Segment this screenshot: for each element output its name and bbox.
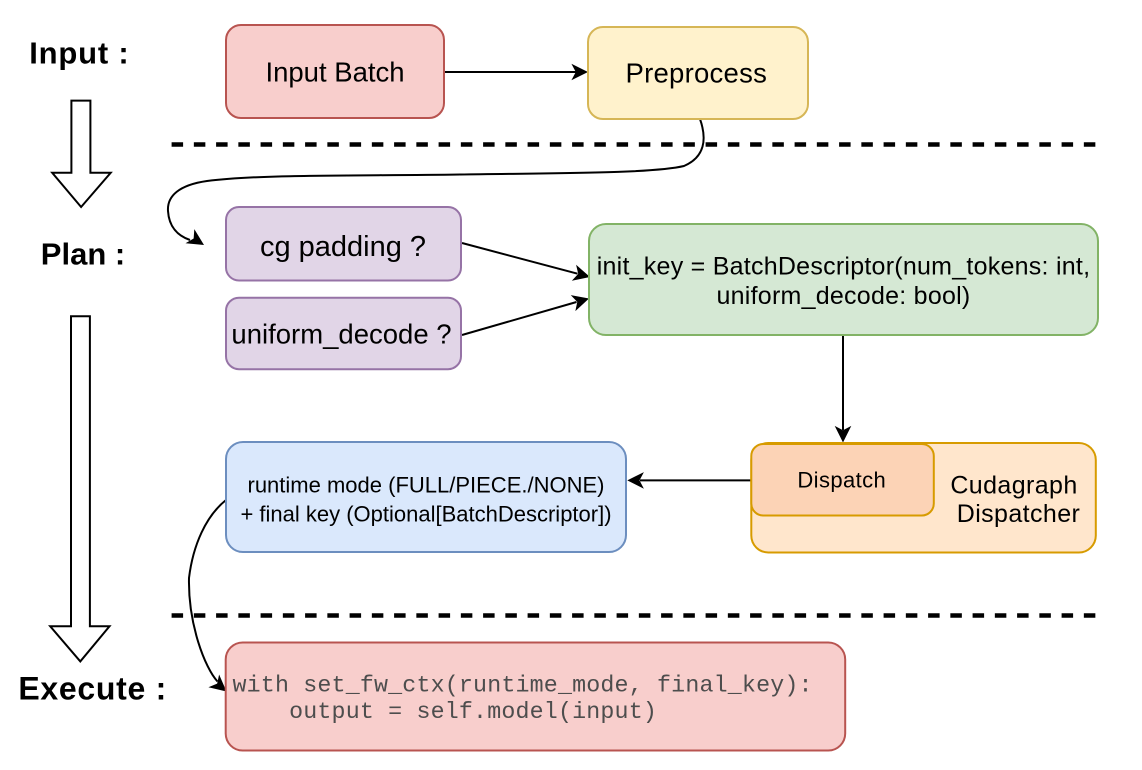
svg-text:with set_fw_ctx(runtime_mode,: with set_fw_ctx(runtime_mode, final_key)…	[233, 673, 813, 699]
svg-text:runtime mode (FULL/PIECE./NONE: runtime mode (FULL/PIECE./NONE)	[248, 473, 605, 498]
svg-text:cg padding ?: cg padding ?	[260, 231, 426, 263]
svg-text:Preprocess: Preprocess	[626, 58, 768, 89]
svg-text:Dispatcher: Dispatcher	[957, 500, 1081, 528]
svg-text:Input :: Input :	[29, 36, 129, 71]
svg-text:Execute :: Execute :	[18, 671, 167, 707]
svg-text:+ final key (Optional[BatchDes: + final key (Optional[BatchDescriptor])	[240, 502, 611, 527]
svg-text:uniform_decode ?: uniform_decode ?	[231, 319, 451, 350]
svg-text:uniform_decode: bool): uniform_decode: bool)	[716, 282, 970, 310]
svg-text:Input Batch: Input Batch	[265, 56, 404, 87]
svg-text:Plan :: Plan :	[41, 237, 125, 272]
svg-text:output = self.model(input): output = self.model(input)	[289, 699, 657, 725]
svg-text:init_key = BatchDescriptor(num: init_key = BatchDescriptor(num_tokens: i…	[597, 253, 1091, 281]
svg-text:Cudagraph: Cudagraph	[950, 472, 1077, 500]
svg-text:Dispatch: Dispatch	[797, 468, 886, 493]
